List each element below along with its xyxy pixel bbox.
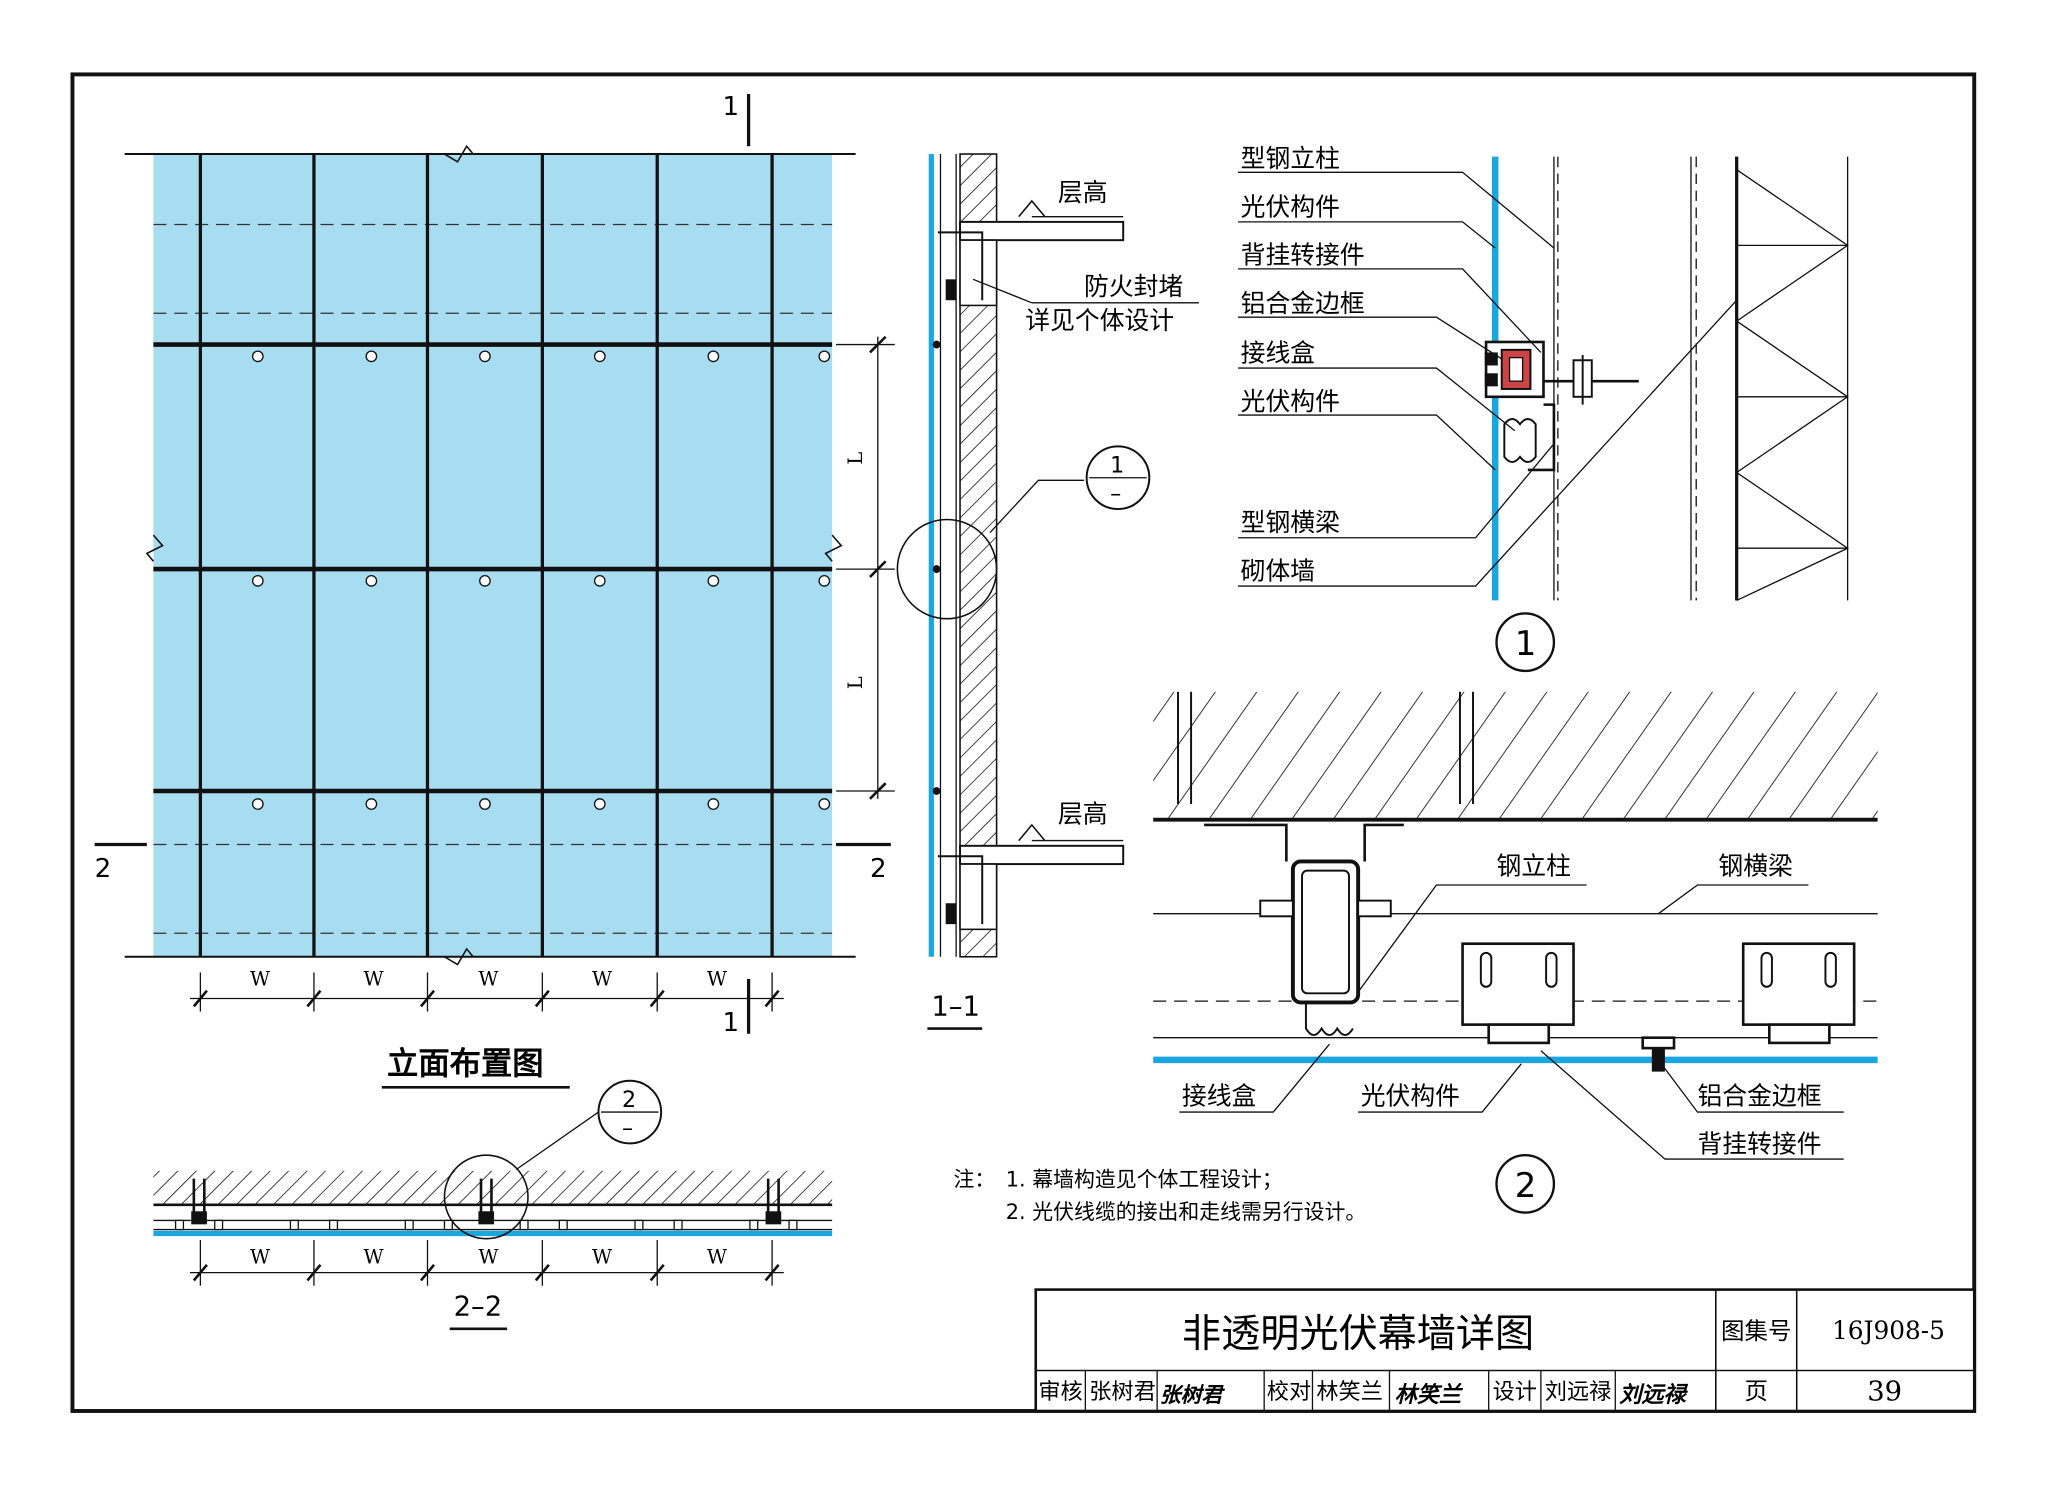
d1-label-alu-frame: 铝合金边框 — [1241, 289, 1365, 318]
design-signature: 刘远禄 — [1619, 1382, 1688, 1408]
detail-2: 钢立柱 钢横梁 接线盒 光伏构件 铝合金边框 背挂转接件 2 — [1153, 691, 1878, 1214]
atlas-label: 图集号 — [1721, 1317, 1791, 1345]
d2-label-steel-beam: 钢横梁 — [1718, 852, 1792, 881]
section-mark-2-left: 2 — [95, 854, 112, 884]
dim-w-2: W — [364, 967, 385, 990]
pv-panel-area — [153, 154, 833, 957]
section-1-1-label: 1–1 — [931, 991, 980, 1022]
atlas-no: 16J908-5 — [1832, 1316, 1945, 1345]
dim-w-5: W — [707, 967, 728, 990]
d1-label-bracket: 背挂转接件 — [1241, 241, 1365, 270]
detail-1-number-circle — [1495, 612, 1556, 673]
floor-level-top: 层高 — [1058, 178, 1108, 207]
d1-label-junction-box: 接线盒 — [1241, 339, 1316, 368]
title-block: 非透明光伏幕墙详图 图集号 16J908-5 页 39 审核 张树君 张树君 校… — [1034, 1288, 1976, 1413]
check-signature: 林笑兰 — [1395, 1382, 1464, 1408]
check-name: 林笑兰 — [1316, 1379, 1383, 1405]
section-1-1: 层高 层高 防火封堵 详见个体设计 1 – 1–1 — [896, 153, 1199, 1030]
detail-1: 型钢立柱 光伏构件 背挂转接件 铝合金边框 接线盒 光伏构件 型钢横梁 砌体墙 … — [1238, 144, 1849, 673]
section-mark-1-top: 1 — [722, 92, 739, 122]
section-2-2-label: 2–2 — [454, 1292, 503, 1323]
d2-label-bracket: 背挂转接件 — [1698, 1130, 1822, 1159]
detail-ref-2-num: 2 — [622, 1087, 636, 1113]
note-2: 2. 光伏线缆的接出和走线需另行设计。 — [1006, 1200, 1367, 1224]
dim-w-1: W — [250, 967, 271, 990]
design-name: 刘远禄 — [1545, 1379, 1612, 1405]
dim-l-2: L — [844, 676, 867, 689]
d2-label-pv: 光伏构件 — [1361, 1081, 1460, 1110]
d1-label-pv-1: 光伏构件 — [1241, 192, 1340, 221]
dim-w-22-2: W — [364, 1245, 385, 1268]
d2-label-junction-box: 接线盒 — [1182, 1081, 1257, 1110]
detail-ref-1-num: 1 — [1110, 453, 1124, 479]
d2-label-steel-column: 钢立柱 — [1497, 852, 1571, 881]
design-label: 设计 — [1493, 1379, 1537, 1405]
review-label: 审核 — [1038, 1379, 1082, 1405]
concrete-wall — [1153, 691, 1878, 820]
page-label: 页 — [1745, 1377, 1769, 1405]
page-no: 39 — [1867, 1377, 1902, 1408]
dim-w-4: W — [592, 967, 613, 990]
dim-w-22-4: W — [592, 1245, 613, 1268]
check-label: 校对 — [1267, 1379, 1311, 1405]
floor-level-bottom: 层高 — [1058, 799, 1108, 828]
review-name: 张树君 — [1089, 1379, 1156, 1405]
section-mark-1-bottom: 1 — [722, 1008, 739, 1038]
note-1: 1. 幕墙构造见个体工程设计； — [1006, 1167, 1283, 1191]
dim-w-22-3: W — [478, 1245, 499, 1268]
sheet-border — [70, 72, 1977, 1413]
d1-label-steel-column: 型钢立柱 — [1241, 144, 1340, 173]
d1-label-pv-2: 光伏构件 — [1241, 387, 1340, 416]
dim-l-1: L — [844, 452, 867, 465]
detail-1-number: 1 — [1515, 625, 1537, 664]
fire-stop-note-2: 详见个体设计 — [1025, 306, 1174, 335]
detail-2-number-circle — [1495, 1153, 1556, 1214]
fire-stop-note-1: 防火封堵 — [1084, 272, 1183, 301]
section-2-2: 2 – W W W W W 2–2 — [153, 1079, 833, 1331]
d1-label-steel-beam: 型钢横梁 — [1241, 508, 1340, 537]
wall-hatch — [153, 1170, 833, 1205]
notes-prefix: 注： — [954, 1167, 996, 1191]
d2-label-alu-frame: 铝合金边框 — [1698, 1081, 1822, 1110]
dim-w-3: W — [478, 967, 499, 990]
elevation-title: 立面布置图 — [387, 1045, 544, 1082]
section-mark-2-right: 2 — [870, 854, 887, 884]
review-signature: 张树君 — [1160, 1383, 1226, 1407]
notes: 注： 1. 幕墙构造见个体工程设计； 2. 光伏线缆的接出和走线需另行设计。 — [954, 1167, 1367, 1224]
sheet-title: 非透明光伏幕墙详图 — [1182, 1312, 1534, 1357]
dim-w-22-5: W — [707, 1245, 728, 1268]
elevation-layout: 1 1 2 2 W W W W W L — [94, 92, 895, 1089]
d1-label-masonry: 砌体墙 — [1241, 557, 1315, 586]
detail-ref-2-sheet: – — [622, 1116, 633, 1142]
dim-w-22-1: W — [250, 1245, 271, 1268]
detail-ref-1-sheet: – — [1110, 481, 1121, 507]
detail-2-number: 2 — [1515, 1167, 1537, 1206]
